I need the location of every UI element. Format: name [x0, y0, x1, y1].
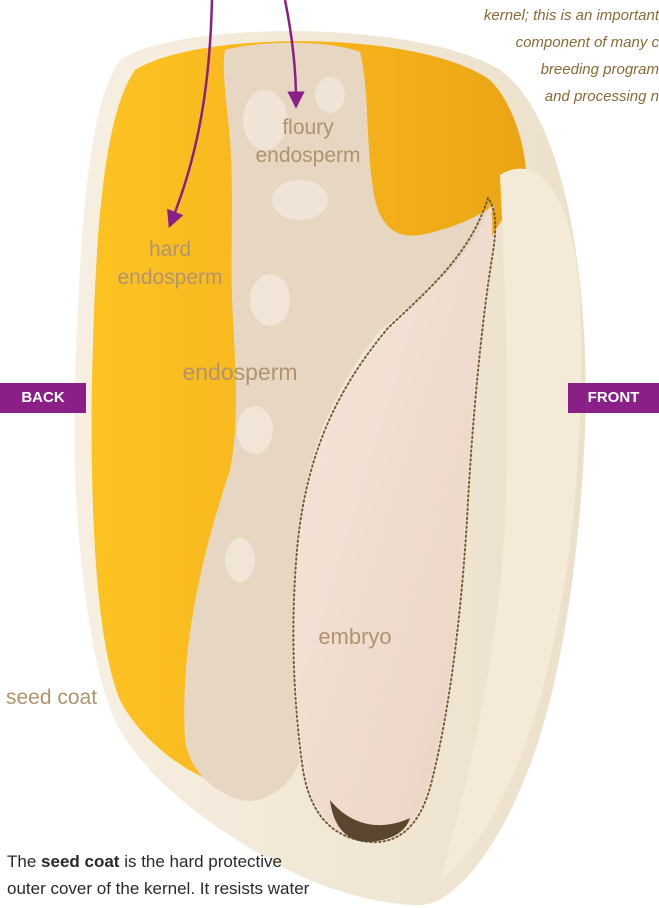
seed-coat-caption: The seed coat is the hard protective out… — [7, 848, 427, 902]
caption-rest: is the hard protective — [119, 852, 282, 871]
endosperm-label: endosperm — [160, 358, 320, 386]
seed-coat-label: seed coat — [6, 684, 136, 712]
caption-line-2: outer cover of the kernel. It resists wa… — [7, 875, 427, 902]
floury-label-line1: floury — [238, 114, 378, 142]
caption-prefix: The — [7, 852, 41, 871]
floury-label-line2: endosperm — [238, 142, 378, 170]
embryo-label: embryo — [290, 623, 420, 651]
hard-label-line1: hard — [100, 236, 240, 264]
hard-endosperm-label: hard endosperm — [100, 236, 240, 292]
caption-term: seed coat — [41, 852, 119, 871]
caption-line-1: The seed coat is the hard protective — [7, 848, 427, 875]
back-tag: BACK — [0, 383, 86, 413]
note-line-2: component of many c — [399, 29, 659, 56]
note-line-3: breeding program — [399, 56, 659, 83]
front-tag: FRONT — [568, 383, 659, 413]
note-line-4: and processing n — [399, 83, 659, 110]
floury-endosperm-label: floury endosperm — [238, 114, 378, 170]
top-right-note: kernel; this is an important component o… — [399, 2, 659, 110]
note-line-1: kernel; this is an important — [399, 2, 659, 29]
hard-label-line2: endosperm — [100, 264, 240, 292]
